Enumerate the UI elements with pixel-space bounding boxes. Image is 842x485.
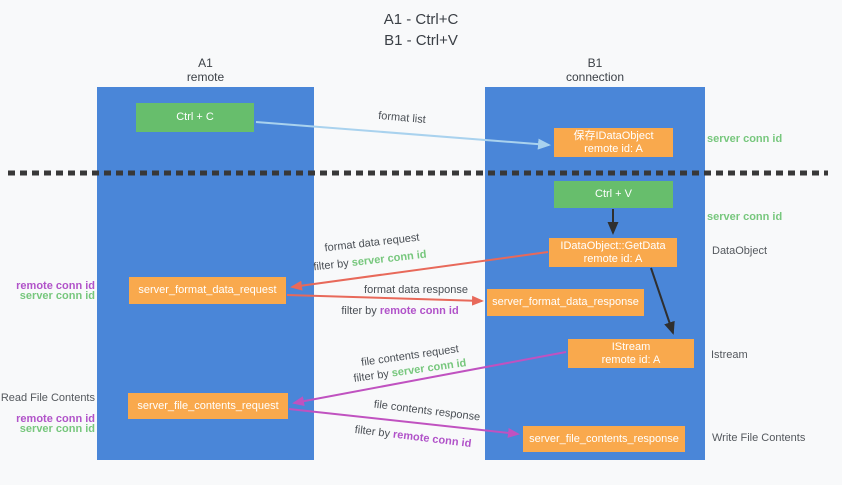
annotation-istream: Istream: [711, 349, 748, 361]
annotation-remote-conn-id-2: remote conn id: [16, 413, 95, 425]
diagram-title: A1 - Ctrl+C B1 - Ctrl+V: [0, 9, 842, 51]
lane-left-name: A1: [198, 56, 213, 70]
node-istream-line1: IStream: [611, 340, 651, 353]
arrow-file-contents-request: [292, 351, 567, 407]
annotation-server-conn-id-1: server conn id: [19, 290, 95, 302]
node-save-idataobject-line1: 保存IDataObject: [573, 129, 654, 142]
node-istream: IStream remote id: A: [568, 339, 694, 368]
node-server-file-contents-response: server_file_contents_response: [523, 426, 685, 452]
node-format-response-label: server_format_data_response: [492, 296, 639, 308]
node-getdata-line1: IDataObject::GetData: [560, 239, 666, 252]
node-server-file-contents-request: server_file_contents_request: [128, 393, 288, 419]
annotation-conn-ids-bottom-left: remote conn id server conn id: [0, 413, 95, 435]
filter-remote-conn-id-1: remote conn id: [379, 305, 459, 317]
lane-left-subtitle: remote: [186, 70, 225, 84]
annotation-write-file-contents: Write File Contents: [712, 432, 806, 444]
node-ctrl-c: Ctrl + C: [136, 103, 254, 132]
annotation-read-file-contents: Read File Contents: [0, 392, 95, 404]
annotation-remote-conn-id-1: remote conn id: [16, 280, 95, 292]
annotation-server-conn-id-mid: server conn id: [707, 211, 783, 223]
arrow-format-data-request: [290, 251, 549, 291]
node-server-format-data-request: server_format_data_request: [129, 277, 286, 304]
arrow-format-data-response: [286, 294, 484, 306]
node-idataobject-getdata: IDataObject::GetData remote id: A: [549, 238, 677, 267]
lane-right-name: B1: [587, 56, 603, 70]
lane-header-b1-connection: B1 connection: [485, 56, 705, 84]
node-file-response-label: server_file_contents_response: [529, 432, 679, 445]
flow-label-format-data-response: format data response: [364, 284, 468, 296]
node-server-format-data-response: server_format_data_response: [487, 289, 644, 316]
title-line-2: B1 - Ctrl+V: [384, 32, 458, 49]
annotation-dataobject: DataObject: [712, 245, 768, 257]
node-istream-line2: remote id: A: [601, 353, 661, 366]
title-line-1: A1 - Ctrl+C: [383, 11, 459, 28]
arrow-getdata-to-istream: [650, 267, 675, 335]
node-ctrl-v-label: Ctrl + V: [595, 188, 632, 200]
node-ctrl-c-label: Ctrl + C: [176, 111, 214, 123]
annotation-server-conn-id-top: server conn id: [707, 133, 783, 145]
filter-by-text-2: filter by: [341, 305, 380, 317]
node-save-idataobject: 保存IDataObject remote id: A: [554, 128, 673, 157]
node-save-idataobject-line2: remote id: A: [584, 142, 643, 155]
lane-header-a1-remote: A1 remote: [97, 56, 314, 84]
annotation-conn-ids-mid-left: remote conn id server conn id: [0, 280, 95, 302]
annotation-server-conn-id-2: server conn id: [19, 423, 95, 435]
node-format-request-label: server_format_data_request: [138, 284, 277, 296]
node-getdata-line2: remote id: A: [583, 252, 643, 265]
lane-right-subtitle: connection: [565, 70, 625, 84]
node-ctrl-v: Ctrl + V: [554, 181, 673, 208]
arrow-format-list: [255, 121, 551, 150]
arrow-file-contents-response: [288, 408, 520, 438]
node-file-request-label: server_file_contents_request: [137, 399, 279, 412]
flow-label-filter-by-remote-conn-id-1: filter by remote conn id: [341, 305, 458, 317]
